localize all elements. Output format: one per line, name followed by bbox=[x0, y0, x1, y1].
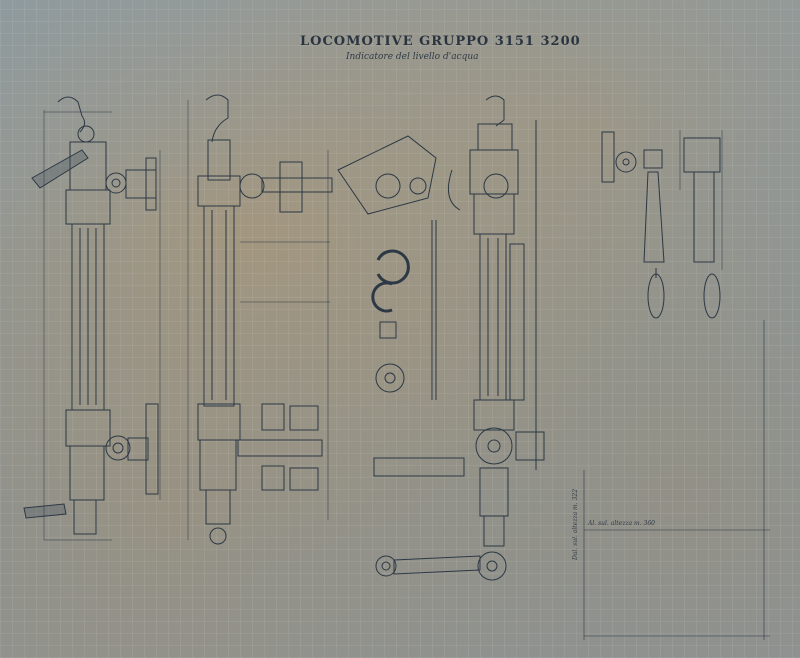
height-partial-note: Dal. sul. altezza m. 322 bbox=[572, 488, 579, 560]
height-total-note: Al. sul. altezza m. 360 bbox=[588, 520, 655, 527]
drawing-subtitle: Indicatore del livello d'acqua bbox=[346, 52, 479, 62]
cock-detail-views bbox=[337, 135, 437, 400]
water-gauge-with-scale bbox=[373, 95, 770, 640]
water-gauge-side-elevation-left bbox=[23, 96, 161, 541]
handle-details bbox=[601, 130, 723, 319]
water-gauge-front-elevation bbox=[187, 94, 333, 545]
drawing-title: LOCOMOTIVE GRUPPO 3151 3200 bbox=[300, 34, 581, 49]
